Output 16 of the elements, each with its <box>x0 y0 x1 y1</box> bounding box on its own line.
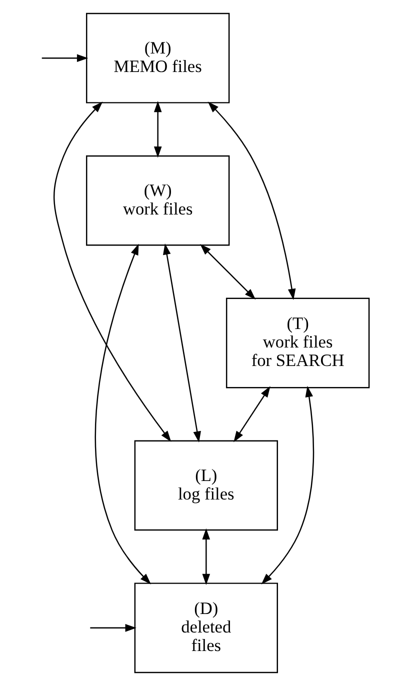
node-box: (T) work files for SEARCH <box>226 298 370 388</box>
arrow <box>154 100 162 158</box>
arrow <box>42 54 88 62</box>
arrow <box>163 243 201 442</box>
arrow <box>234 386 270 442</box>
arrow <box>202 528 210 586</box>
arrow <box>54 102 172 442</box>
node-box: (D) deleted files <box>134 582 278 674</box>
arrow <box>208 102 296 300</box>
arrow <box>94 244 152 584</box>
node-box: (M) MEMO files <box>86 12 230 104</box>
arrow <box>200 244 256 300</box>
arrow <box>261 386 314 584</box>
arrow <box>90 624 136 632</box>
node-box: (L) log files <box>134 440 278 531</box>
node-box: (W) work files <box>86 155 230 246</box>
